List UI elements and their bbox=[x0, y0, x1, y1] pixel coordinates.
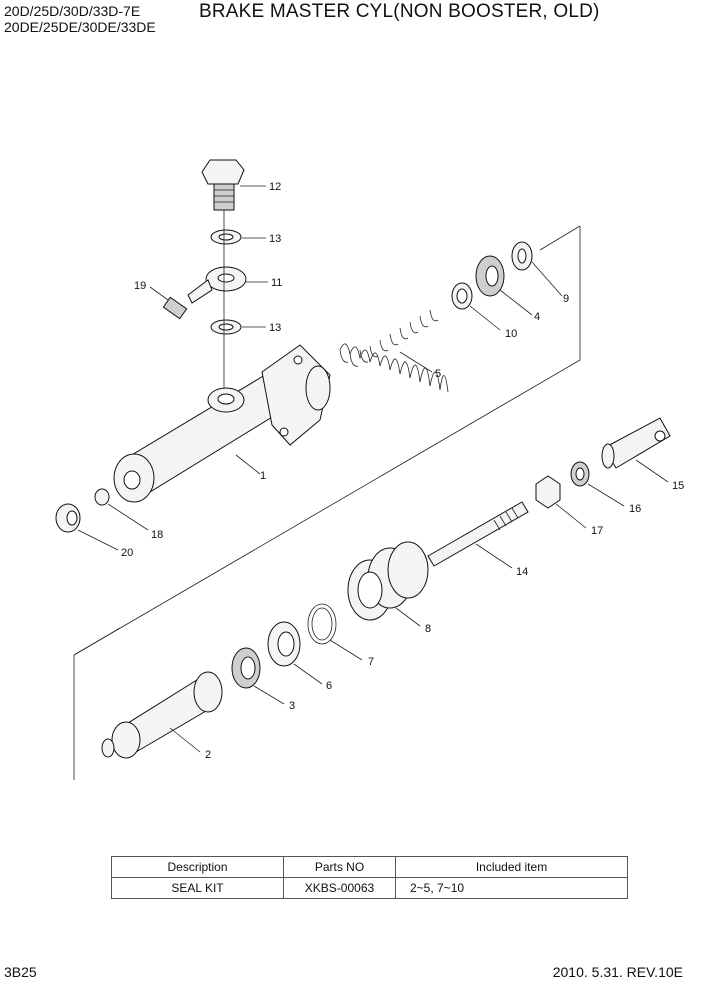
callout-13-lower: 13 bbox=[269, 322, 281, 334]
callout-1: 1 bbox=[260, 470, 266, 482]
part-8-dust-boot bbox=[347, 541, 429, 621]
callout-9: 9 bbox=[563, 293, 569, 305]
leader-17 bbox=[555, 503, 587, 529]
page-number: 3B25 bbox=[4, 964, 37, 980]
callout-11: 11 bbox=[271, 277, 282, 289]
leader-3 bbox=[253, 685, 285, 705]
leader-14 bbox=[475, 543, 513, 569]
callout-8: 8 bbox=[425, 623, 431, 635]
cell-description: SEAL KIT bbox=[111, 877, 284, 899]
table-row: SEAL KIT XKBS-00063 2~5, 7~10 bbox=[111, 877, 628, 899]
table-header-row: Description Parts NO Included item bbox=[111, 856, 628, 878]
part-11-banjo-fitting bbox=[187, 266, 247, 304]
leader-10 bbox=[469, 305, 501, 331]
callout-6: 6 bbox=[326, 680, 332, 692]
leader-8 bbox=[395, 607, 421, 627]
assembly-boundary bbox=[73, 226, 581, 780]
leader-5 bbox=[399, 351, 433, 373]
header-included-item: Included item bbox=[395, 856, 628, 878]
callout-19: 19 bbox=[134, 280, 146, 292]
header-description: Description bbox=[111, 856, 284, 878]
header-parts-no: Parts NO bbox=[283, 856, 396, 878]
part-18-check-valve bbox=[94, 488, 110, 506]
page-title: BRAKE MASTER CYL(NON BOOSTER, OLD) bbox=[199, 1, 600, 22]
model-list-line-2: 20DE/25DE/30DE/33DE bbox=[4, 19, 156, 35]
callout-17: 17 bbox=[591, 525, 603, 537]
leader-18 bbox=[107, 503, 149, 531]
callout-16: 16 bbox=[629, 503, 641, 515]
callout-18: 18 bbox=[151, 529, 163, 541]
part-3-secondary-cup bbox=[231, 647, 261, 689]
cell-included-item: 2~5, 7~10 bbox=[395, 877, 628, 899]
part-13-washer-upper bbox=[210, 229, 242, 245]
cell-parts-no: XKBS-00063 bbox=[283, 877, 396, 899]
part-4-cup-seal bbox=[475, 255, 505, 297]
part-14-push-rod bbox=[427, 501, 529, 567]
callout-15: 15 bbox=[672, 480, 684, 492]
revision-date: 2010. 5.31. REV.10E bbox=[552, 964, 683, 980]
part-13-washer-lower bbox=[210, 319, 242, 335]
part-19-bleeder-screw bbox=[162, 296, 188, 320]
boundary-mid-edge bbox=[73, 627, 121, 656]
leader-4 bbox=[499, 289, 533, 316]
callout-5: 5 bbox=[435, 368, 441, 380]
leader-19 bbox=[149, 286, 169, 301]
callout-12: 12 bbox=[269, 181, 281, 193]
leader-2 bbox=[169, 727, 201, 753]
seal-kit-table: Description Parts NO Included item SEAL … bbox=[111, 856, 628, 899]
part-2-piston bbox=[101, 671, 223, 759]
callout-3: 3 bbox=[289, 700, 295, 712]
part-6-stop-washer bbox=[267, 621, 301, 667]
part-5-return-spring bbox=[339, 309, 449, 393]
part-10-spacer-ring bbox=[451, 282, 473, 310]
model-list-line-1: 20D/25D/30D/33D-7E bbox=[4, 3, 141, 19]
leader-16 bbox=[587, 483, 625, 507]
part-17-hex-nut bbox=[535, 475, 561, 509]
part-7-snap-ring bbox=[307, 603, 337, 645]
part-20-dust-cap bbox=[55, 503, 81, 533]
leader-15 bbox=[635, 459, 669, 483]
callout-7: 7 bbox=[368, 656, 374, 668]
part-12-bolt bbox=[201, 159, 245, 211]
callout-14: 14 bbox=[516, 566, 528, 578]
part-1-cylinder-body bbox=[113, 344, 331, 503]
callout-20: 20 bbox=[121, 547, 133, 559]
leader-9 bbox=[531, 261, 563, 297]
callout-13-upper: 13 bbox=[269, 233, 281, 245]
part-15-clevis bbox=[601, 417, 671, 469]
leader-6 bbox=[293, 663, 323, 685]
part-16-lock-nut bbox=[570, 461, 590, 487]
part-9-washer bbox=[511, 241, 533, 271]
leader-1 bbox=[235, 454, 261, 475]
leader-20 bbox=[77, 529, 119, 551]
callout-2: 2 bbox=[205, 749, 211, 761]
leader-7 bbox=[329, 639, 363, 661]
callout-4: 4 bbox=[534, 311, 540, 323]
boundary-top-edge bbox=[539, 225, 581, 251]
callout-10: 10 bbox=[505, 328, 517, 340]
